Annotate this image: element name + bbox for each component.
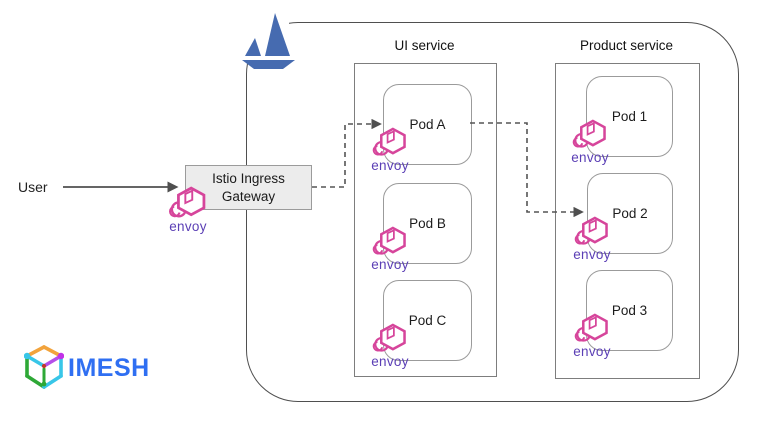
product-service-label: Product service [579, 38, 674, 53]
envoy-icon-gateway [169, 186, 206, 218]
ui-service-label: UI service [394, 38, 455, 53]
istio-ingress-gateway-box: Istio Ingress Gateway [185, 165, 312, 210]
imesh-wordmark: IMESH [68, 354, 150, 382]
envoy-label-pod-1: envoy [571, 150, 609, 165]
istio-ingress-gateway-label: Istio Ingress Gateway [212, 170, 285, 204]
imesh-cube-icon [24, 345, 64, 389]
pod-c-label: Pod C [408, 313, 447, 328]
user-label: User [18, 179, 48, 195]
envoy-icon-pod-3 [574, 313, 608, 342]
envoy-icon-pod-1 [572, 119, 606, 148]
envoy-icon-pod-b [372, 226, 406, 255]
envoy-icon-pod-c [372, 323, 406, 352]
envoy-label-pod-2: envoy [573, 247, 611, 262]
envoy-label-pod-c: envoy [371, 354, 409, 369]
pod-3: Pod 3 [586, 270, 673, 351]
envoy-label-pod-3: envoy [573, 344, 611, 359]
pod-1-label: Pod 1 [611, 109, 648, 124]
pod-1: Pod 1 [586, 76, 673, 157]
envoy-icon-pod-2 [574, 216, 608, 245]
envoy-label-pod-a: envoy [371, 158, 409, 173]
envoy-icon-pod-a [372, 127, 406, 156]
istio-sailboat-icon [242, 12, 295, 69]
envoy-label-pod-b: envoy [371, 257, 409, 272]
pod-a-label: Pod A [409, 117, 446, 132]
pod-b-label: Pod B [409, 216, 446, 231]
pod-2: Pod 2 [587, 173, 673, 254]
envoy-label-gateway: envoy [169, 219, 207, 234]
pod-2-label: Pod 2 [612, 206, 648, 221]
pod-3-label: Pod 3 [611, 303, 648, 318]
